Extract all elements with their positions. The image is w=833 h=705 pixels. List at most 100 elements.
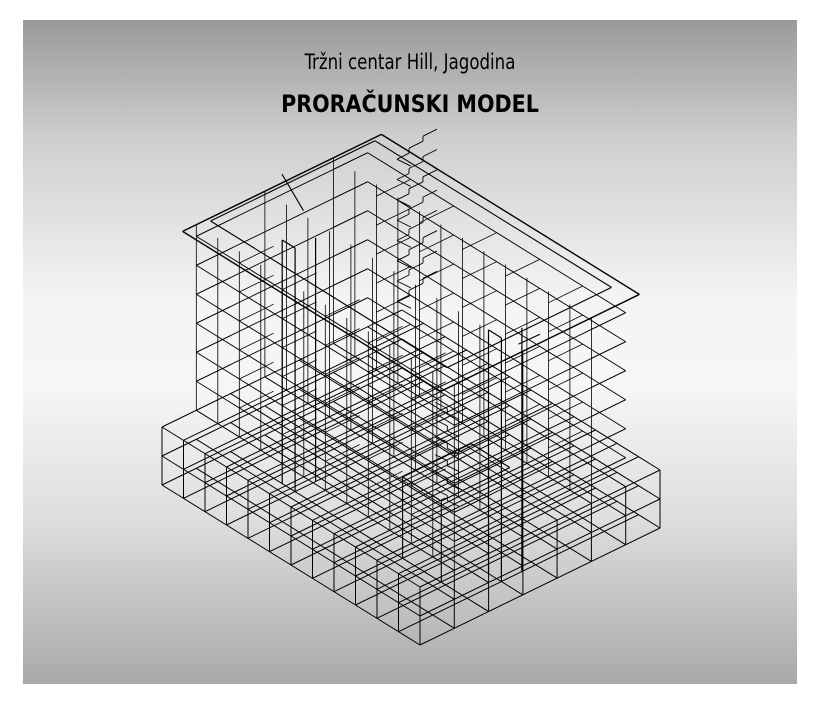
wire-segment xyxy=(402,443,472,478)
wire-segment xyxy=(367,384,626,546)
wire-segment xyxy=(182,133,382,233)
wire-segment xyxy=(408,282,424,291)
wire-segment xyxy=(447,413,460,420)
wire-segment xyxy=(376,442,618,561)
presentation-panel: Tržni centar Hill, Jagodina PRORAČUNSKI … xyxy=(23,20,797,684)
wire-segment xyxy=(396,152,410,160)
wire-segment xyxy=(447,482,460,490)
wire-segment xyxy=(333,400,592,562)
wire-segment xyxy=(447,465,460,473)
wire-segment xyxy=(196,438,455,600)
wire-segment xyxy=(422,270,438,279)
wire-segment xyxy=(462,290,497,308)
wire-segment xyxy=(325,299,360,317)
wire-segment xyxy=(396,294,410,302)
wire-segment xyxy=(298,388,558,550)
wire-segment xyxy=(376,237,411,255)
wire-segment xyxy=(488,329,502,339)
wire-segment xyxy=(298,417,558,579)
wire-segment xyxy=(422,250,438,259)
wire-segment xyxy=(281,239,296,249)
wire-segment xyxy=(396,260,412,269)
wire-segment xyxy=(333,297,368,315)
wire-segment xyxy=(396,213,410,221)
wire-segment xyxy=(505,346,540,364)
project-subtitle: Tržni centar Hill, Jagodina xyxy=(304,50,516,74)
wire-segment xyxy=(505,259,540,277)
wire-segment xyxy=(396,300,412,309)
wire-segment xyxy=(396,219,412,228)
wire-segment xyxy=(408,201,424,210)
wire-segment xyxy=(368,354,403,373)
wire-segment xyxy=(398,514,639,633)
wire-segment xyxy=(196,306,231,324)
wire-segment xyxy=(281,173,304,211)
wire-segment xyxy=(376,324,411,342)
wire-segment xyxy=(376,266,411,284)
wire-segment xyxy=(419,469,661,588)
wire-segment xyxy=(548,430,583,449)
wire-segment xyxy=(454,524,489,542)
wire-segment xyxy=(422,230,438,239)
wire-segment xyxy=(435,436,448,444)
wire-segment xyxy=(282,301,317,319)
wire-segment xyxy=(367,326,626,488)
wire-segment xyxy=(196,277,231,295)
wire-segment xyxy=(396,158,412,167)
wire-segment xyxy=(333,239,368,257)
wire-segment xyxy=(422,149,438,157)
wire-segment xyxy=(376,179,411,197)
wire-segment xyxy=(396,280,412,289)
wire-segment xyxy=(325,444,360,462)
wire-segment xyxy=(396,193,410,201)
wire-segment xyxy=(435,419,448,427)
wire-segment xyxy=(230,393,489,555)
wire-segment xyxy=(264,434,524,596)
wire-segment xyxy=(264,405,524,567)
wire-segment xyxy=(325,357,360,375)
wire-segment xyxy=(447,447,460,455)
wire-segment xyxy=(210,140,376,222)
wire-segment xyxy=(441,467,511,502)
wire-segment xyxy=(411,381,446,399)
wire-segment xyxy=(419,350,454,369)
wire-segment xyxy=(239,303,274,322)
wire-segment xyxy=(396,179,412,187)
wire-segment xyxy=(396,199,412,208)
wire-segment xyxy=(325,328,360,346)
wire-segment xyxy=(230,422,489,584)
wire-segment xyxy=(376,471,618,590)
wire-segment xyxy=(422,128,438,137)
wire-segment xyxy=(419,205,454,224)
wire-segment xyxy=(422,209,438,218)
wire-segment xyxy=(401,367,661,529)
wire-segment xyxy=(591,428,626,446)
wire-segment xyxy=(282,359,317,377)
wire-segment xyxy=(411,410,446,428)
wire-segment xyxy=(239,245,274,264)
wire-segment xyxy=(440,293,640,393)
wire-segment xyxy=(376,295,411,313)
wire-segment xyxy=(333,181,368,199)
wire-segment xyxy=(368,470,403,489)
wire-segment xyxy=(368,383,403,402)
wire-segment xyxy=(381,133,640,295)
wire-segment xyxy=(548,314,583,333)
wire-segment xyxy=(333,371,592,533)
wire-segment xyxy=(396,239,412,248)
wire-segment xyxy=(454,466,489,484)
wire-segment xyxy=(196,248,231,266)
wire-segment xyxy=(419,263,454,282)
wire-segment xyxy=(462,319,497,337)
wire-segment xyxy=(454,495,489,513)
model-title: PRORAČUNSKI MODEL xyxy=(281,90,539,118)
wire-segment xyxy=(548,343,583,362)
wire-segment xyxy=(333,210,368,228)
wire-segment xyxy=(401,309,661,471)
wire-segment xyxy=(505,375,540,393)
wire-segment xyxy=(210,220,448,369)
wire-segment xyxy=(196,335,231,353)
wire-segment xyxy=(374,140,612,288)
wire-segment xyxy=(398,456,639,575)
wire-segment xyxy=(454,437,489,455)
